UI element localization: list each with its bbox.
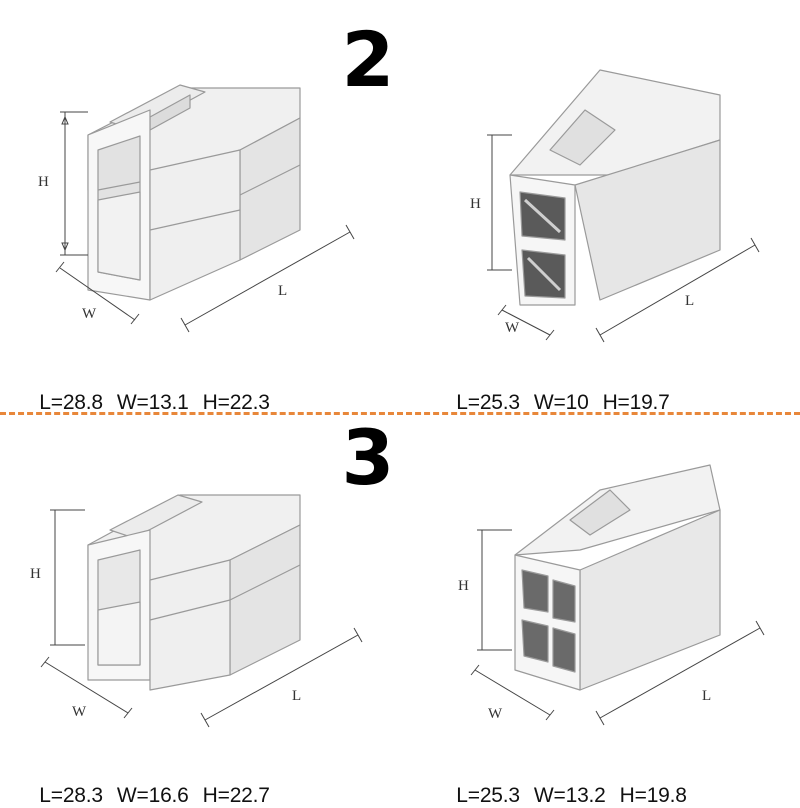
width-label: W [72, 704, 87, 720]
dimension-lines [40, 509, 363, 728]
width-value: W=13.1 [116, 391, 189, 414]
dimension-lines [55, 111, 355, 333]
connector-3pin-female-drawing: H W L [458, 464, 765, 726]
length-value: L=28.8 [39, 391, 103, 414]
connector-housing [87, 494, 301, 691]
width-value: W=10 [533, 391, 589, 414]
dimensions-2pin-female: L=25.3 W=10 H=19.7 [445, 367, 684, 415]
length-value: L=28.3 [39, 784, 103, 807]
dimension-lines [470, 529, 765, 726]
height-value: H=19.8 [619, 784, 687, 807]
height-value: H=22.7 [202, 784, 270, 807]
dimensions-2pin-male: L=28.8 W=13.1 H=22.3 [28, 367, 284, 415]
section-number-2: 2 [341, 15, 395, 104]
width-value: W=13.2 [533, 784, 606, 807]
section-number-3: 3 [341, 413, 395, 502]
connector-3pin-male-drawing: H W L [30, 494, 363, 728]
connector-housing [509, 69, 721, 306]
length-value: L=25.3 [456, 391, 520, 414]
length-label: L [278, 283, 287, 299]
height-label: H [470, 196, 481, 212]
dimension-lines [487, 134, 760, 343]
height-label: H [30, 566, 41, 582]
length-label: L [292, 688, 301, 704]
width-label: W [488, 706, 503, 722]
width-label: W [505, 320, 520, 336]
length-value: L=25.3 [456, 784, 520, 807]
height-value: H=19.7 [602, 391, 670, 414]
dimensions-3pin-male: L=28.3 W=16.6 H=22.7 [28, 760, 284, 808]
section-divider [0, 412, 800, 415]
height-value: H=22.3 [202, 391, 270, 414]
connector-2pin-male-drawing: H W L [38, 84, 355, 333]
height-label: H [38, 174, 49, 190]
height-label: H [458, 578, 469, 594]
connector-housing [87, 84, 301, 301]
dimensions-3pin-female: L=25.3 W=13.2 H=19.8 [445, 760, 701, 808]
connector-housing [514, 464, 721, 691]
length-label: L [685, 293, 694, 309]
width-value: W=16.6 [116, 784, 189, 807]
length-label: L [702, 688, 711, 704]
connector-2pin-female-drawing: H W L [470, 69, 760, 343]
width-label: W [82, 306, 97, 322]
